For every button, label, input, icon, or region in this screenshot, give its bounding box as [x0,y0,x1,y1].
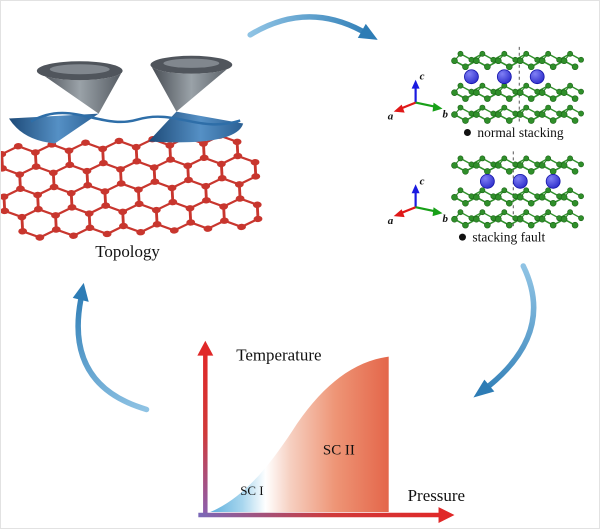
bullet-icon [458,233,466,241]
axis-triad-fault: c a b [388,175,449,227]
b-axis-arrow-icon [432,207,443,217]
topology-label: Topology [95,242,160,261]
c-axis-arrow-icon [411,79,420,89]
arrowhead-top [357,23,378,40]
band-curve [30,111,241,126]
cycle-arrow-left [72,282,150,413]
cycle-arrow-top [247,14,378,40]
crystal-normal-stacking [451,46,584,124]
arrowhead-right [473,379,495,398]
temperature-label: Temperature [236,346,321,365]
a-axis-arrow-icon [393,104,405,113]
c-axis-arrow-icon [411,184,420,194]
a-axis-arrow-icon [393,209,405,218]
b-axis-arrow-icon [432,102,443,112]
pressure-label: Pressure [408,486,465,505]
cone-cap-right-sheen [163,58,220,68]
dirac-cone-lower-right [148,111,244,143]
axis-triad-normal: c a b [388,71,449,123]
axis-a-label: a [388,215,394,227]
superconducting-region [210,356,389,513]
cone-cap-left-sheen [49,64,110,75]
axis-c-label: c [420,71,425,83]
dirac-cone-upper-right [150,64,233,112]
axis-a-label: a [388,111,394,123]
bullet-icon [463,129,471,136]
stacking-fault-label: stacking fault [472,230,545,245]
normal-stacking-label: normal stacking [477,125,564,140]
cycle-arrow-right [473,263,537,398]
arrowhead-left [72,282,89,302]
sc1-label: SC I [240,483,263,498]
dirac-cone-lower-left [8,113,99,144]
x-axis-arrowhead-icon [438,507,455,524]
axis-c-label: c [420,175,425,187]
axis-b-label: b [443,213,449,225]
phase-diagram: Temperature Pressure SC I SC II [197,340,465,524]
y-axis-arrowhead-icon [197,340,214,356]
axis-b-label: b [443,109,449,121]
crystal-stacking-fault [451,151,584,229]
sc2-label: SC II [323,442,355,458]
dirac-cone-upper-left [36,70,123,114]
dirac-cones [8,55,244,144]
honeycomb-lattice [1,132,263,241]
